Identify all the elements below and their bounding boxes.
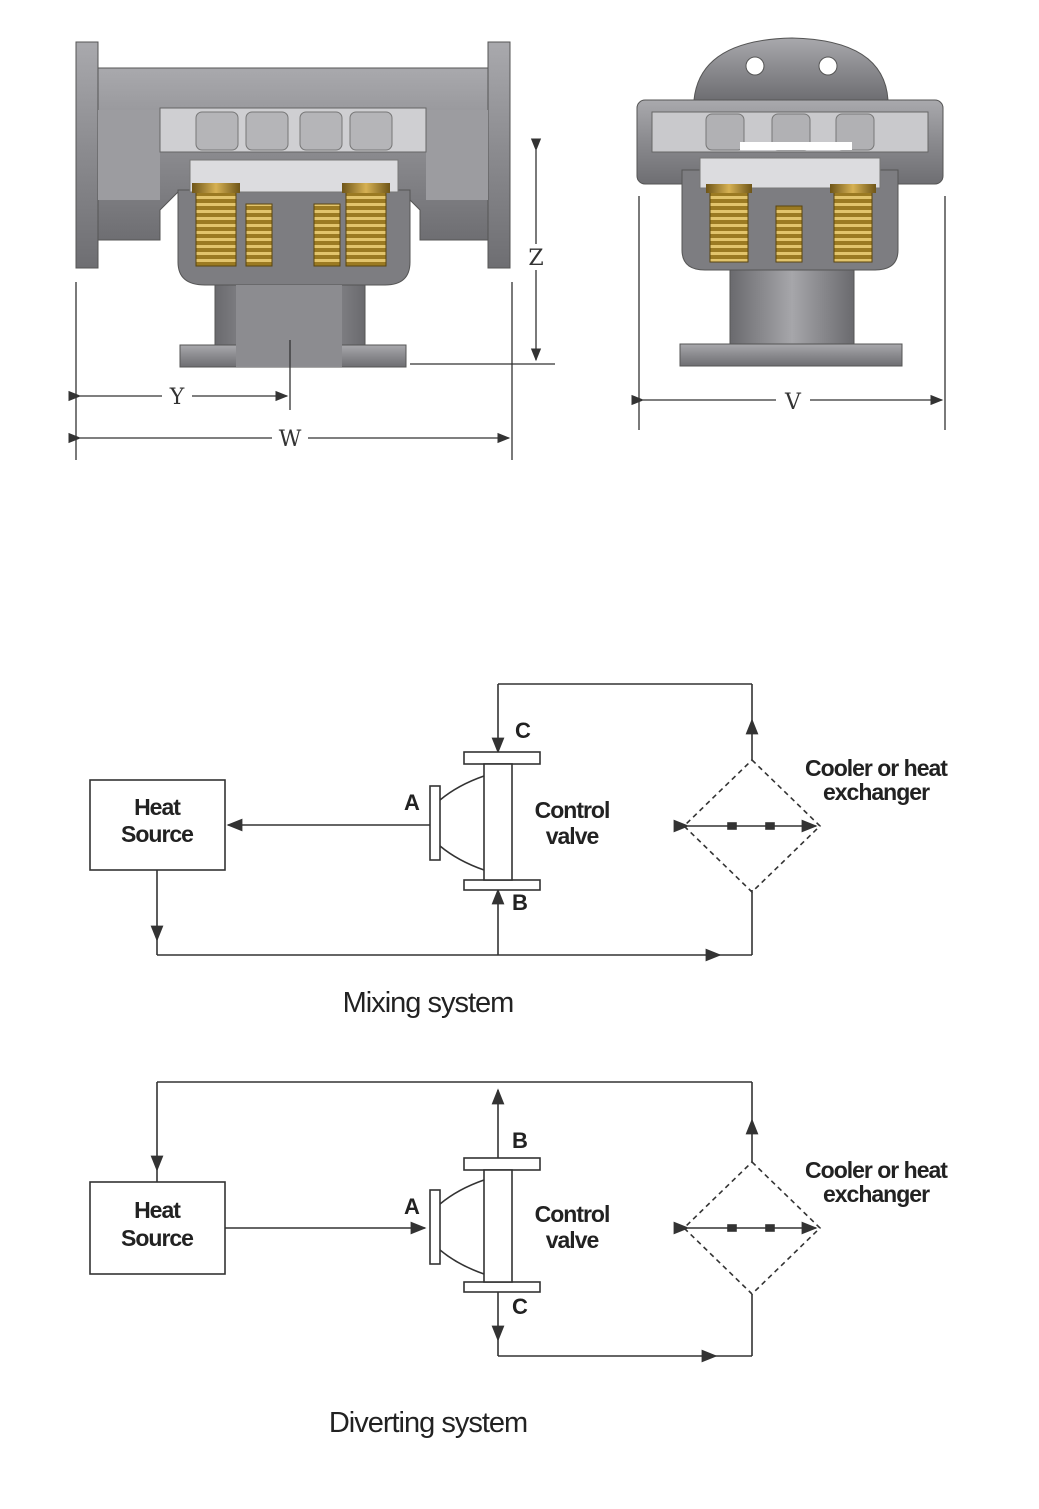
valve-section-front-view (75, 41, 511, 368)
mixing-cooler-label-2: exchanger (823, 779, 930, 805)
diverting-system-diagram (89, 1081, 822, 1363)
dimension-y-label: Y (169, 385, 185, 410)
diverting-heat-source-box (89, 1181, 226, 1275)
dimension-w-label: W (279, 427, 302, 452)
diverting-system-caption: Diverting system (329, 1407, 527, 1439)
diverting-port-c: C (512, 1294, 528, 1319)
mixing-port-a: A (404, 790, 420, 815)
mixing-heat-source-box (89, 779, 226, 871)
mixing-port-b: B (512, 890, 528, 915)
dimension-z-label: Z (528, 246, 543, 271)
mixing-heat-source-label-1: Heat (134, 794, 181, 820)
diverting-port-a: A (404, 1194, 420, 1219)
dimension-v-label: V (784, 390, 802, 415)
mixing-heat-source-label-2: Source (121, 821, 193, 847)
diverting-heat-source-label-1: Heat (134, 1197, 181, 1223)
diverting-port-b: B (512, 1128, 528, 1153)
mixing-port-c: C (515, 718, 531, 743)
valve-section-side-view (636, 37, 944, 367)
diverting-cooler-label-2: exchanger (823, 1181, 930, 1207)
mixing-system-caption: Mixing system (343, 987, 514, 1019)
diverting-cooler-label-1: Cooler or heat (805, 1157, 948, 1183)
mixing-control-valve-label-2: valve (546, 823, 599, 849)
diverting-control-valve-label-1: Control (535, 1201, 610, 1227)
diverting-heat-source-label-2: Source (121, 1225, 193, 1251)
mixing-system-diagram (89, 683, 822, 962)
mixing-cooler-label-1: Cooler or heat (805, 755, 948, 781)
diverting-control-valve-label-2: valve (546, 1227, 599, 1253)
mixing-control-valve-label-1: Control (535, 797, 610, 823)
